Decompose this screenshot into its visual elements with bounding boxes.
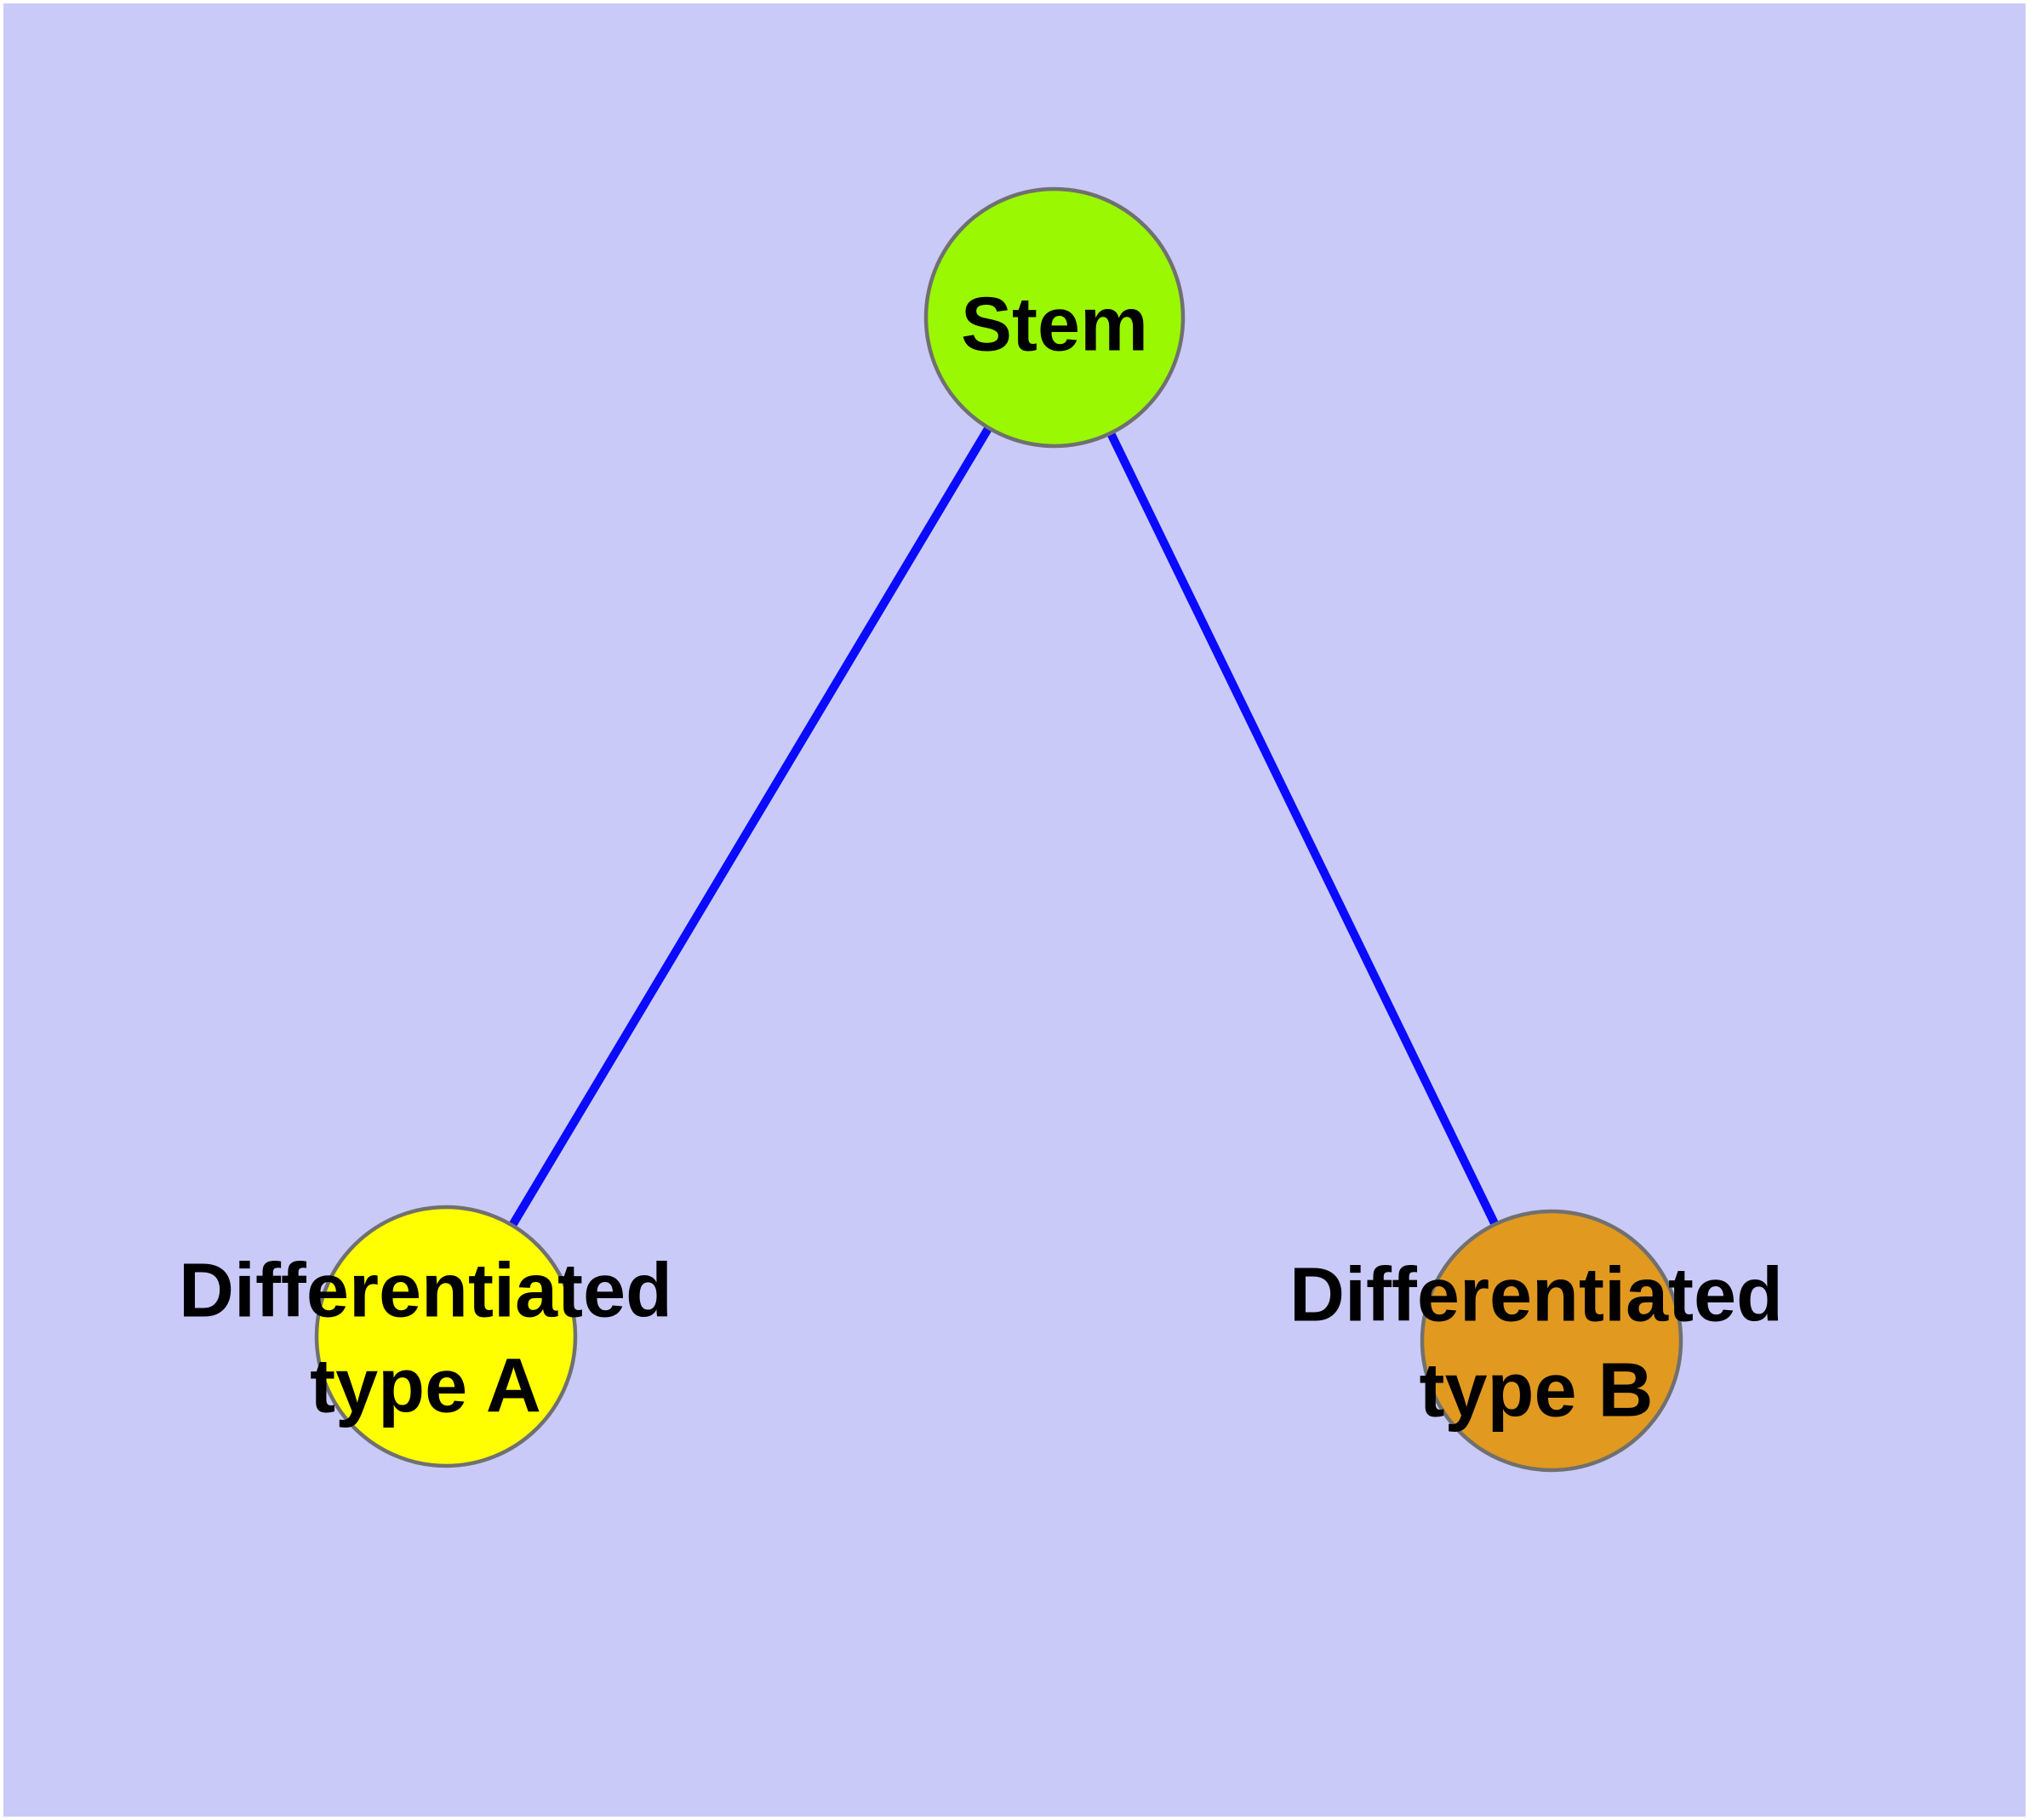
node-differentiated-type-a-label: Differentiated type A: [179, 1248, 672, 1428]
node-differentiated-type-a-label-line-1: Differentiated: [179, 1248, 672, 1333]
node-differentiated-type-b-label-line-2: type B: [1419, 1348, 1653, 1433]
node-differentiated-type-b-circle: [1420, 1209, 1683, 1473]
node-differentiated-type-a-label-line-2: type A: [310, 1343, 541, 1428]
node-stem-label: Stem: [961, 282, 1148, 367]
edge-stem-to-differentiated-type-b: [1050, 315, 1556, 1343]
node-stem-circle: [923, 186, 1186, 449]
node-stem-label-line-1: Stem: [961, 282, 1148, 367]
node-differentiated-type-a-circle: [314, 1205, 578, 1468]
edge-stem-to-differentiated-type-a: [442, 315, 1059, 1339]
node-differentiated-type-b-label-line-1: Differentiated: [1289, 1252, 1783, 1337]
node-differentiated-type-b-label: Differentiated type B: [1289, 1252, 1783, 1433]
